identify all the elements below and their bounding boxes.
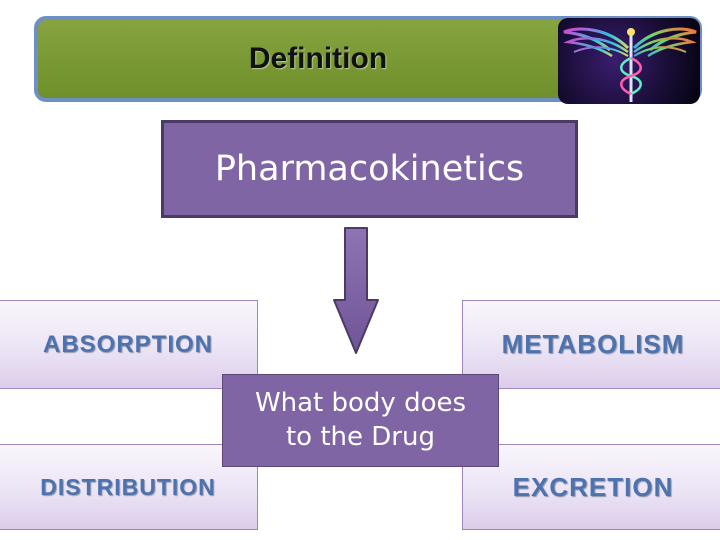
pharmacokinetics-title-box: Pharmacokinetics [161,120,578,218]
stage-distribution: DISTRIBUTION [0,444,258,530]
stage-excretion: EXCRETION [462,444,720,530]
stage-absorption: ABSORPTION [0,300,258,389]
definition-text-box: What body does to the Drug [222,374,499,467]
header-banner: Definition [34,16,702,104]
header-title: Definition [248,42,388,75]
stage-metabolism: METABOLISM [462,300,720,389]
arrow-down-icon [333,227,379,354]
caduceus-icon [558,18,700,104]
